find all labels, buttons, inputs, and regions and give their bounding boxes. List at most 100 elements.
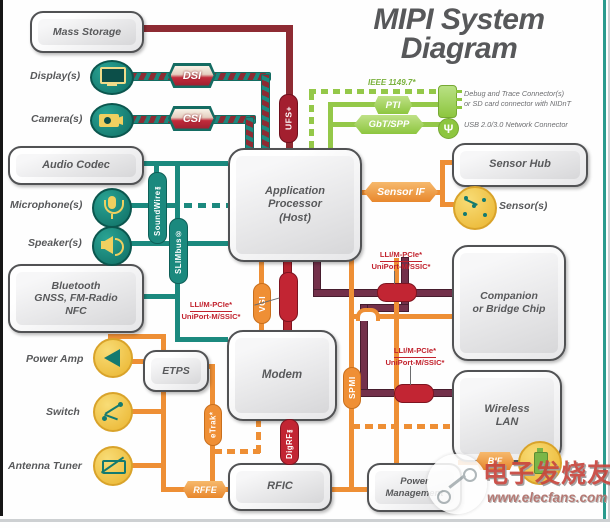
box-modem: Modem — [227, 330, 337, 421]
box-etps: ETPS — [143, 350, 209, 392]
line-pm-vertical — [394, 258, 399, 464]
bif-tag: BIF — [476, 452, 514, 470]
box-sensor-hub: Sensor Hub — [452, 143, 588, 187]
label-sensors: Sensor(s) — [499, 200, 548, 212]
box-audio-codec: Audio Codec — [8, 146, 144, 185]
label-power-amp: Power Amp — [26, 353, 84, 365]
left-edge-artifact — [0, 0, 3, 516]
etrak-tag: eTrak* — [204, 404, 222, 446]
box-application-processor-label: Application Processor (Host) — [236, 156, 354, 254]
page-border-teal — [603, 0, 606, 521]
box-application-processor: Application Processor (Host) — [228, 148, 362, 262]
box-companion-label: Companion or Bridge Chip — [460, 253, 558, 353]
battery-icon — [518, 441, 562, 485]
line-sensor-vertical — [440, 160, 445, 207]
line-rfic-pm — [328, 487, 367, 492]
box-sensor-hub-label: Sensor Hub — [460, 151, 580, 179]
lli-label-companion: LLI/M-PCIe* UniPort-M/SSIC* — [350, 250, 452, 272]
csi-tag: CSI — [168, 106, 216, 131]
line-etrak-modem-dashed — [256, 417, 261, 453]
amplifier-icon — [93, 338, 133, 378]
line-etrak-dashed — [214, 449, 260, 454]
line-hop — [356, 308, 380, 321]
gbt-spp-tag: GbT/SPP — [354, 115, 424, 134]
box-companion: Companion or Bridge Chip — [452, 245, 566, 361]
label-switch: Switch — [46, 406, 80, 418]
sensor-icon — [453, 186, 497, 230]
line-antenna — [128, 463, 164, 468]
usb-connector-note: USB 2.0/3.0 Network Connector — [464, 120, 568, 129]
line-wlan-dashed — [352, 424, 450, 429]
box-rfic: RFIC — [228, 463, 332, 511]
lli-label-modem: LLI/M-PCIe* UniPort-M/SSIC* — [166, 300, 256, 322]
page-title: MIPI System Diagram — [348, 3, 570, 65]
line-mass-storage — [140, 25, 293, 32]
label-displays: Display(s) — [30, 70, 81, 82]
sensor-if-tag: Sensor IF — [364, 182, 438, 202]
box-bluetooth-label: Bluetooth GNSS, FM-Radio NFC — [16, 272, 136, 325]
lli-label-companion-line1: LLI/M-PCIe* — [379, 250, 423, 262]
lli-label-companion-line2: UniPort-M/SSIC* — [371, 261, 431, 271]
csi-tag-label: CSI — [170, 108, 214, 129]
page-title-line2: Diagram — [400, 31, 518, 65]
dsi-tag: DSI — [168, 63, 216, 88]
watermark-url: www.elecfans.com — [487, 490, 608, 505]
box-bluetooth: Bluetooth GNSS, FM-Radio NFC — [8, 264, 144, 333]
lli-label-modem-line1: LLI/M-PCIe* — [189, 300, 233, 312]
lli-lozenge-companion — [377, 283, 417, 302]
lli-label-wlan-line1: LLI/M-PCIe* — [393, 346, 437, 358]
line-sensors-stub — [440, 202, 458, 207]
speaker-icon — [92, 226, 132, 266]
switch-icon — [93, 392, 133, 432]
label-antenna-tuner: Antenna Tuner — [8, 460, 82, 472]
debug-connector-icon — [438, 85, 462, 118]
line-companion-vertical — [314, 258, 320, 296]
usb-connector-icon: Ψ — [438, 118, 459, 139]
label-speakers: Speaker(s) — [28, 237, 82, 249]
page-title-line1: MIPI System — [373, 3, 545, 36]
watermark: 电子发烧友 www.elecfans.com — [425, 446, 610, 522]
pti-tag: PTI — [374, 96, 412, 114]
camera-icon — [90, 103, 134, 138]
watermark-brand: 电子发烧友 — [483, 460, 610, 488]
box-audio-codec-label: Audio Codec — [16, 154, 136, 177]
line-microphone-dashed — [184, 203, 228, 208]
debug-connector-note: Debug and Trace Connector(s) or SD card … — [464, 89, 572, 109]
rffe-tag: RFFE — [183, 481, 227, 498]
page-border-right — [608, 0, 610, 521]
line-ieee-horizontal — [309, 89, 442, 94]
line-ufs-vertical — [286, 25, 293, 148]
line-dsi-vertical — [261, 74, 270, 150]
box-etps-label: ETPS — [151, 358, 201, 384]
lli-pointer-wlan — [410, 366, 412, 385]
line-poweramp-top — [108, 334, 166, 339]
ieee-label: IEEE 1149.7* — [368, 78, 416, 87]
dsi-tag-label: DSI — [170, 65, 214, 86]
box-mass-storage-label: Mass Storage — [38, 19, 136, 45]
line-slimbus-modem — [175, 337, 228, 342]
line-csi-vertical — [245, 117, 254, 150]
watermark-logo-icon — [427, 454, 487, 514]
lli-label-modem-line2: UniPort-M/SSIC* — [181, 311, 241, 321]
line-audio-codec-ap — [140, 161, 228, 166]
line-bluetooth — [140, 294, 180, 299]
monitor-icon — [90, 60, 134, 95]
label-cameras: Camera(s) — [31, 113, 83, 125]
line-switch — [128, 409, 164, 414]
line-wlan-jog — [361, 305, 408, 311]
line-sensor-hub-stub — [440, 160, 453, 165]
lli-label-wlan: LLI/M-PCIe* UniPort-M/SSIC* — [366, 346, 464, 368]
line-ieee-vertical — [309, 91, 314, 148]
box-rfic-label: RFIC — [236, 471, 324, 503]
soundwire-tag: SoundWire℠ — [148, 172, 167, 244]
lli-pointer-companion — [394, 271, 396, 284]
lli-label-wlan-line2: UniPort-M/SSIC* — [385, 357, 445, 367]
box-mass-storage: Mass Storage — [30, 11, 144, 53]
slimbus-tag: SLIMbus® — [169, 218, 188, 284]
line-wlan-lower — [361, 305, 367, 396]
microphone-icon — [92, 188, 132, 228]
line-companion-orange — [349, 314, 452, 319]
ufs-tag: UFS+ — [279, 94, 298, 143]
antenna-tuner-icon — [93, 446, 133, 486]
